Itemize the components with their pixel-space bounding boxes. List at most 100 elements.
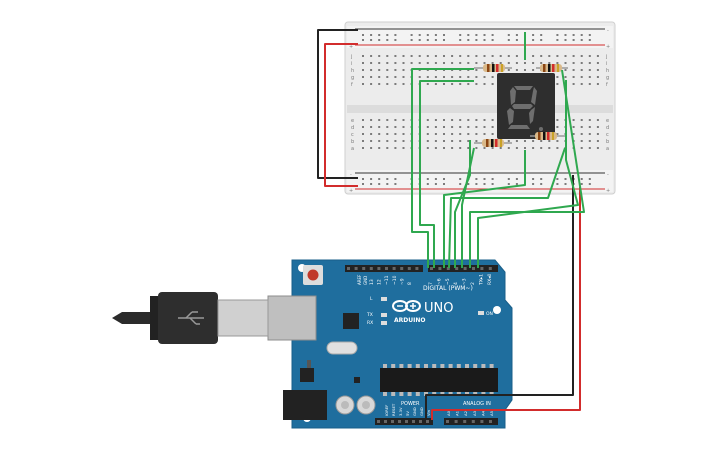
terminal-hole[interactable] xyxy=(426,133,429,135)
rail-hole[interactable] xyxy=(394,34,397,36)
rail-hole[interactable] xyxy=(443,39,445,41)
terminal-hole[interactable] xyxy=(434,133,437,135)
terminal-hole[interactable] xyxy=(572,69,575,71)
terminal-hole[interactable] xyxy=(524,62,526,64)
terminal-hole[interactable] xyxy=(524,69,526,71)
terminal-hole[interactable] xyxy=(434,140,437,142)
digital-header-right[interactable] xyxy=(428,265,498,272)
terminal-hole[interactable] xyxy=(434,55,437,57)
terminal-hole[interactable] xyxy=(362,140,364,142)
terminal-hole[interactable] xyxy=(580,119,583,121)
usb-cable[interactable] xyxy=(112,292,269,344)
rail-hole[interactable] xyxy=(572,34,575,36)
terminal-hole[interactable] xyxy=(596,126,599,128)
rail-hole[interactable] xyxy=(362,183,364,185)
terminal-hole[interactable] xyxy=(556,83,559,85)
rail-hole[interactable] xyxy=(434,183,437,185)
wire-segment-8[interactable] xyxy=(477,80,579,268)
terminal-hole[interactable] xyxy=(580,62,583,64)
terminal-hole[interactable] xyxy=(394,55,397,57)
terminal-hole[interactable] xyxy=(418,62,421,64)
rail-hole[interactable] xyxy=(540,183,543,185)
rail-hole[interactable] xyxy=(540,39,543,41)
terminal-hole[interactable] xyxy=(580,133,583,135)
terminal-hole[interactable] xyxy=(532,62,535,64)
terminal-hole[interactable] xyxy=(434,62,437,64)
terminal-hole[interactable] xyxy=(426,147,429,149)
rail-hole[interactable] xyxy=(386,178,389,180)
header-pin[interactable] xyxy=(480,267,484,270)
terminal-hole[interactable] xyxy=(394,76,397,78)
terminal-hole[interactable] xyxy=(580,83,583,85)
rail-hole[interactable] xyxy=(426,178,429,180)
header-pin[interactable] xyxy=(377,267,381,270)
terminal-hole[interactable] xyxy=(491,126,494,128)
rail-hole[interactable] xyxy=(588,39,591,41)
terminal-hole[interactable] xyxy=(459,83,462,85)
terminal-hole[interactable] xyxy=(370,62,373,64)
terminal-hole[interactable] xyxy=(386,126,389,128)
arduino-uno-board[interactable]: DIGITAL (PWM~) ARDUINO UNO L TX RX ON PO… xyxy=(267,259,513,429)
terminal-hole[interactable] xyxy=(572,62,575,64)
header-pin[interactable] xyxy=(463,267,467,270)
terminal-hole[interactable] xyxy=(540,140,543,142)
terminal-hole[interactable] xyxy=(443,62,445,64)
terminal-hole[interactable] xyxy=(451,147,454,149)
rail-hole[interactable] xyxy=(426,183,429,185)
wire-segment-5[interactable] xyxy=(443,150,526,268)
terminal-hole[interactable] xyxy=(556,62,559,64)
terminal-hole[interactable] xyxy=(524,140,526,142)
terminal-hole[interactable] xyxy=(378,62,381,64)
terminal-hole[interactable] xyxy=(410,55,413,57)
terminal-hole[interactable] xyxy=(548,62,551,64)
terminal-hole[interactable] xyxy=(475,119,478,121)
terminal-hole[interactable] xyxy=(370,76,373,78)
terminal-hole[interactable] xyxy=(459,62,462,64)
terminal-hole[interactable] xyxy=(378,126,381,128)
terminal-hole[interactable] xyxy=(507,55,510,57)
terminal-hole[interactable] xyxy=(426,76,429,78)
terminal-hole[interactable] xyxy=(378,119,381,121)
terminal-hole[interactable] xyxy=(426,126,429,128)
terminal-hole[interactable] xyxy=(548,147,551,149)
header-pin[interactable] xyxy=(455,267,459,270)
terminal-hole[interactable] xyxy=(362,126,364,128)
rail-hole[interactable] xyxy=(588,178,591,180)
terminal-hole[interactable] xyxy=(475,140,478,142)
terminal-hole[interactable] xyxy=(507,147,510,149)
terminal-hole[interactable] xyxy=(475,55,478,57)
terminal-hole[interactable] xyxy=(467,55,470,57)
terminal-hole[interactable] xyxy=(386,119,389,121)
wire-segment-4[interactable] xyxy=(461,147,475,268)
terminal-hole[interactable] xyxy=(362,119,364,121)
terminal-hole[interactable] xyxy=(362,133,364,135)
rail-hole[interactable] xyxy=(378,34,381,36)
terminal-hole[interactable] xyxy=(370,69,373,71)
terminal-hole[interactable] xyxy=(378,83,381,85)
terminal-hole[interactable] xyxy=(580,76,583,78)
terminal-hole[interactable] xyxy=(362,69,364,71)
terminal-hole[interactable] xyxy=(491,147,494,149)
terminal-hole[interactable] xyxy=(386,83,389,85)
terminal-hole[interactable] xyxy=(507,140,510,142)
terminal-hole[interactable] xyxy=(483,76,486,78)
rail-hole[interactable] xyxy=(362,178,364,180)
terminal-hole[interactable] xyxy=(588,147,591,149)
terminal-hole[interactable] xyxy=(402,126,405,128)
header-pin[interactable] xyxy=(392,267,396,270)
terminal-hole[interactable] xyxy=(572,83,575,85)
terminal-hole[interactable] xyxy=(580,147,583,149)
terminal-hole[interactable] xyxy=(434,147,437,149)
terminal-hole[interactable] xyxy=(402,62,405,64)
terminal-hole[interactable] xyxy=(475,62,478,64)
terminal-hole[interactable] xyxy=(548,140,551,142)
resistor-bottom-right[interactable] xyxy=(530,132,565,140)
terminal-hole[interactable] xyxy=(394,69,397,71)
terminal-hole[interactable] xyxy=(467,126,470,128)
terminal-hole[interactable] xyxy=(491,133,494,135)
rail-hole[interactable] xyxy=(556,183,559,185)
terminal-hole[interactable] xyxy=(475,147,478,149)
rail-hole[interactable] xyxy=(572,39,575,41)
terminal-hole[interactable] xyxy=(596,119,599,121)
